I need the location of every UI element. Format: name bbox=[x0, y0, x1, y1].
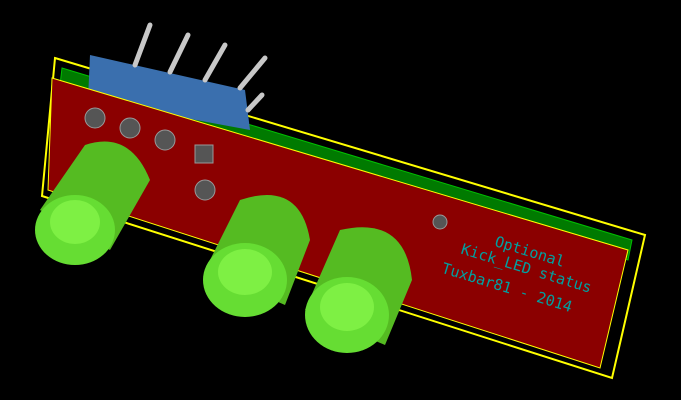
pin-header bbox=[88, 22, 268, 130]
board-front bbox=[47, 77, 629, 369]
led-1 bbox=[35, 141, 150, 265]
led-3 bbox=[305, 227, 412, 353]
pads bbox=[84, 107, 448, 230]
board-outline bbox=[40, 56, 647, 380]
led-2 bbox=[203, 195, 310, 317]
